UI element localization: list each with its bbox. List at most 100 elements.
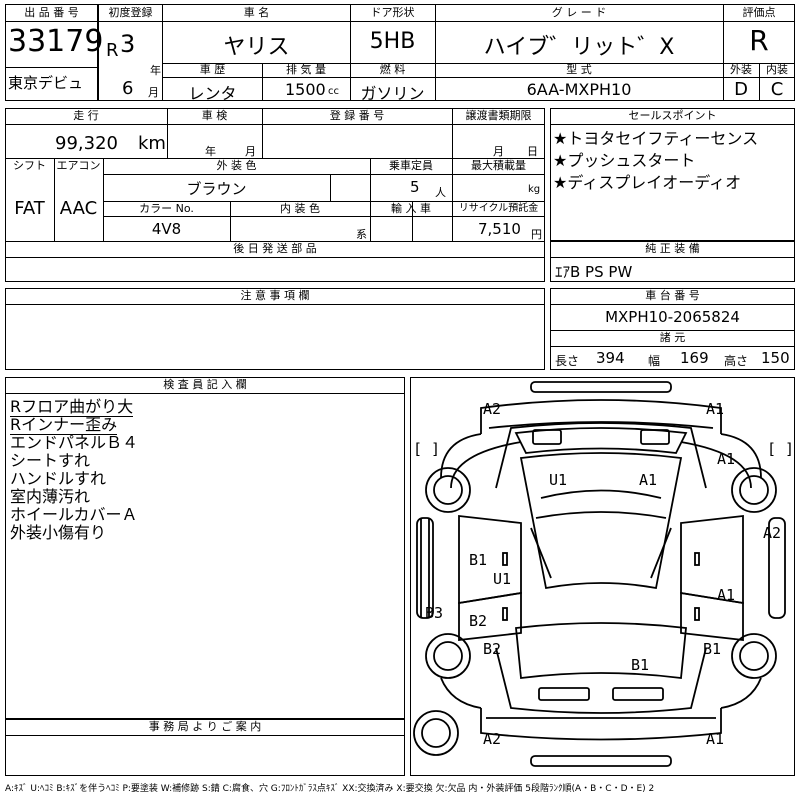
inspector-line: 室内薄汚れ: [10, 487, 91, 506]
aircon-label: エアコン: [56, 159, 101, 172]
reg-month: 6: [122, 78, 134, 99]
inspector-line: Rインナー歪み: [10, 415, 118, 435]
score: R: [749, 24, 769, 57]
shift-label: シフト: [13, 159, 46, 172]
reg-year: 3: [120, 30, 136, 58]
notes-title: 注 意 事 項 欄: [240, 289, 310, 302]
shift-type: FAT: [14, 198, 45, 219]
mark-right-door: A2: [763, 524, 782, 542]
mark-rear-right: A1: [706, 730, 725, 748]
inspector-line: エンドパネルＢ４: [10, 433, 139, 452]
interior-grade: C: [770, 79, 784, 100]
interior-label: 内装: [766, 63, 788, 76]
yen-unit: 円: [531, 228, 542, 241]
capacity-label: 乗車定員: [389, 159, 433, 172]
door-type: 5HB: [369, 29, 416, 54]
grade: ハイブ゛リット゛X: [483, 35, 675, 60]
grade-label: グ レ ー ド: [551, 6, 607, 19]
car-name-label: 車 名: [243, 6, 270, 19]
mileage-label: 走 行: [73, 109, 99, 122]
sales-point-item: ★プッシュスタート: [553, 151, 696, 170]
mark-rear-center-b1: B1: [631, 656, 650, 674]
mark-rear-right-b1: B1: [703, 640, 722, 658]
person-unit: 人: [435, 186, 446, 199]
mark-roof-a1: A1: [639, 471, 658, 489]
exterior-label: 外装: [730, 63, 752, 76]
chassis-section: [550, 288, 795, 370]
transfer-doc-label: 譲渡書類期限: [465, 109, 532, 122]
recycle-fee: 7,510: [478, 220, 521, 238]
score-label: 評価点: [742, 6, 776, 19]
model-code-label: 型 式: [566, 63, 592, 76]
ext-color-label: 外 装 色: [216, 159, 257, 172]
chassis-title: 車 台 番 号: [645, 289, 700, 302]
inspector-title: 検 査 員 記 入 欄: [163, 378, 247, 391]
history-label: 車 歴: [199, 63, 226, 76]
mark-left-b2: B2: [469, 612, 488, 630]
car-diagram-frame: A2 A1 [ ] [ ] A1 U1 A1 A2 B1 U1 A1 B3 B2…: [410, 377, 795, 776]
dims-title: 諸 元: [659, 331, 686, 344]
inspector-line: ホイールカバーＡ: [10, 505, 138, 524]
cc-unit: cc: [328, 86, 339, 97]
sales-points-section: [550, 108, 795, 241]
door-label: ドア形状: [370, 6, 415, 19]
sales-points-title: セールスポイント: [628, 109, 717, 122]
spec-section: [5, 108, 545, 282]
office-section: [5, 719, 405, 776]
mark-left-b3: B3: [425, 604, 444, 622]
capacity: 5: [410, 178, 420, 196]
lot-number-cell: [5, 4, 98, 101]
plate-label: 登 録 番 号: [329, 109, 385, 122]
recycle-label: リサイクル預託金: [458, 203, 539, 214]
year-unit: 年: [150, 64, 161, 77]
height-value: 150: [761, 349, 790, 367]
equipment-title: 純 正 装 備: [645, 242, 700, 255]
inspector-line: Rフロア曲がり大: [10, 397, 134, 417]
first-reg-label: 初度登録: [108, 6, 153, 19]
first-reg-cell: [98, 4, 163, 101]
color-number: 4V8: [151, 220, 182, 238]
displacement-label: 排 気 量: [286, 63, 326, 76]
length-label: 長さ: [555, 354, 580, 368]
doc-month-unit: 月: [493, 145, 504, 158]
exterior-grade: D: [734, 79, 748, 100]
insp-month-unit: 月: [245, 145, 256, 158]
inspector-line: シートすれ: [10, 451, 91, 470]
venue-name: 東京デビュ: [8, 74, 84, 92]
sales-point-item: ★トヨタセイフティーセンス: [553, 129, 759, 148]
exterior-color: ブラウン: [186, 180, 247, 198]
mark-rear-left: A2: [483, 730, 502, 748]
car-history: レンタ: [188, 84, 237, 103]
equipment-list: ｴｱB PS PW: [555, 263, 633, 281]
equipment-section: [550, 241, 795, 282]
insp-year-unit: 年: [205, 145, 216, 158]
color-no-label: カラー No.: [139, 202, 194, 215]
mileage-unit: km: [138, 133, 166, 154]
mark-roof-u1: U1: [549, 471, 568, 489]
mark-right-front-wheel: A1: [717, 450, 736, 468]
import-label: 輸 入 車: [391, 202, 431, 215]
displacement: 1500: [285, 80, 326, 99]
mark-rear-left-b2: B2: [483, 640, 502, 658]
car-diagram: [413, 381, 786, 767]
model-code: 6AA-MXPH10: [526, 80, 632, 99]
fuel-label: 燃 料: [379, 63, 406, 76]
load-label: 最大積載量: [471, 159, 526, 172]
inspector-section: [5, 377, 405, 719]
mark-left-door-u1: U1: [493, 570, 512, 588]
office-title: 事 務 局 よ り ご 案 内: [148, 720, 262, 733]
mark-right-door-a1: A1: [717, 586, 736, 604]
kei-unit: 系: [356, 228, 367, 241]
inspector-notes: Rフロア曲がり大 Rインナー歪み エンドパネルＢ４ シートすれ ハンドルすれ 室…: [10, 397, 139, 542]
aircon-type: AAC: [59, 198, 98, 219]
chassis-number: MXPH10-2065824: [605, 308, 740, 326]
mark-front-right: A1: [706, 400, 725, 418]
car-name: ヤリス: [223, 35, 290, 60]
mileage: 99,320: [55, 133, 118, 154]
inspector-line: 外装小傷有り: [10, 523, 107, 542]
later-parts-label: 後 日 発 送 部 品: [233, 242, 317, 255]
mark-left-door-b1: B1: [469, 551, 488, 569]
lot-number-label: 出 品 番 号: [24, 6, 79, 19]
legend: A:ｷｽﾞ U:ﾍｺﾐ B:ｷｽﾞを伴うﾍｺﾐ P:要塗装 W:補修跡 S:錆 …: [5, 784, 655, 794]
notes-section: [5, 288, 545, 370]
